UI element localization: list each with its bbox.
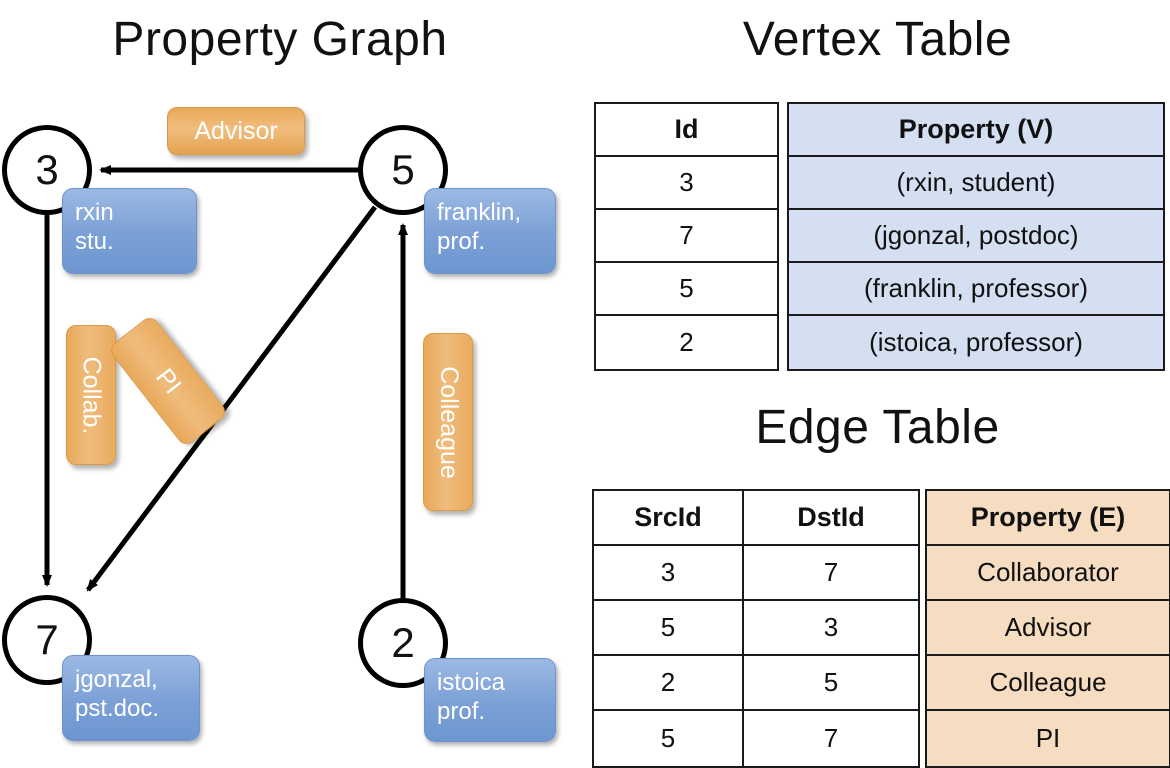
edge-label-collab: Collab. [66, 325, 116, 465]
edge-table-column-dstid: DstId 7 3 5 7 [744, 489, 920, 768]
vertex-table-header-property: Property (V) [789, 104, 1163, 157]
edge-table-header-property: Property (E) [927, 491, 1169, 546]
vertex-property-rxin: rxin stu. [62, 188, 197, 274]
graph-node-2[interactable]: 2 [358, 598, 448, 688]
page-title-property-graph: Property Graph [112, 13, 448, 66]
table-row: (jgonzal, postdoc) [789, 210, 1163, 263]
vertex-property-jgonzal-line1: jgonzal, [75, 666, 158, 693]
edge-label-advisor-text: Advisor [194, 116, 278, 145]
graph-node-5[interactable]: 5 [358, 125, 448, 215]
graph-node-3-label: 3 [35, 146, 59, 193]
edge-table-header-srcid: SrcId [594, 491, 742, 546]
edge-table-header-dstid: DstId [744, 491, 918, 546]
table-row: PI [927, 711, 1169, 766]
table-row: (rxin, student) [789, 157, 1163, 210]
vertex-property-istoica: istoica prof. [424, 658, 556, 742]
vertex-table-column-id: Id 3 7 5 2 [594, 102, 779, 371]
table-row: 7 [744, 546, 918, 601]
vertex-property-istoica-line2: prof. [437, 698, 486, 726]
edge-label-colleague: Colleague [423, 333, 473, 511]
table-row: (franklin, professor) [789, 263, 1163, 316]
vertex-property-franklin: franklin, prof. [424, 188, 556, 274]
edge-5-to-7 [85, 205, 378, 592]
table-row: 3 [594, 546, 742, 601]
vertex-table: Id 3 7 5 2 Property (V) (rxin, student) … [594, 102, 1165, 371]
graph-edges-layer [42, 165, 408, 600]
table-row: 7 [823, 723, 839, 753]
table-row: 2 [679, 327, 694, 357]
edge-label-pi-text: PI [150, 362, 187, 399]
vertex-property-franklin-line2: prof. [437, 228, 486, 256]
page-title-edge-table: Edge Table [755, 401, 1000, 454]
table-row: 5 [596, 263, 777, 316]
vertex-property-jgonzal-line2: pst.doc. [75, 695, 160, 723]
property-graph-panel: Property Graph 3 5 7 2 rxin stu. frankli… [0, 0, 585, 760]
table-row: 5 [594, 601, 742, 656]
vertex-table-header-id: Id [596, 104, 777, 157]
table-row: 5 [744, 656, 918, 711]
table-row: 3 [744, 601, 918, 656]
table-row: 7 [596, 210, 777, 263]
vertex-property-jgonzal: jgonzal, pst.doc. [62, 655, 200, 741]
graph-node-2-label: 2 [391, 619, 415, 666]
table-row: Collaborator [927, 546, 1169, 601]
vertex-property-franklin-line1: franklin, [437, 199, 522, 226]
table-row: 5 [660, 723, 676, 753]
table-row: 3 [596, 157, 777, 210]
edge-table-column-property: Property (E) Collaborator Advisor Collea… [925, 489, 1170, 768]
edge-table-column-srcid: SrcId 3 5 2 5 [592, 489, 744, 768]
edge-label-colleague-text: Colleague [434, 365, 463, 479]
vertex-property-rxin-line1: rxin [75, 199, 114, 226]
table-row: Colleague [927, 656, 1169, 711]
vertex-table-column-property: Property (V) (rxin, student) (jgonzal, p… [787, 102, 1165, 371]
graph-node-7-label: 7 [35, 616, 59, 663]
table-row: 2 [594, 656, 742, 711]
page-title-vertex-table: Vertex Table [742, 13, 1013, 66]
table-row: Advisor [927, 601, 1169, 656]
edge-label-collab-text: Collab. [77, 356, 106, 434]
edge-table: SrcId 3 5 2 5 DstId 7 3 5 7 Property (E)… [592, 489, 1170, 768]
vertex-property-istoica-line1: istoica [437, 669, 506, 696]
edge-label-advisor: Advisor [167, 107, 305, 155]
table-row: (istoica, professor) [789, 316, 1163, 369]
vertex-property-rxin-line2: stu. [75, 228, 114, 256]
graph-node-5-label: 5 [391, 146, 415, 193]
